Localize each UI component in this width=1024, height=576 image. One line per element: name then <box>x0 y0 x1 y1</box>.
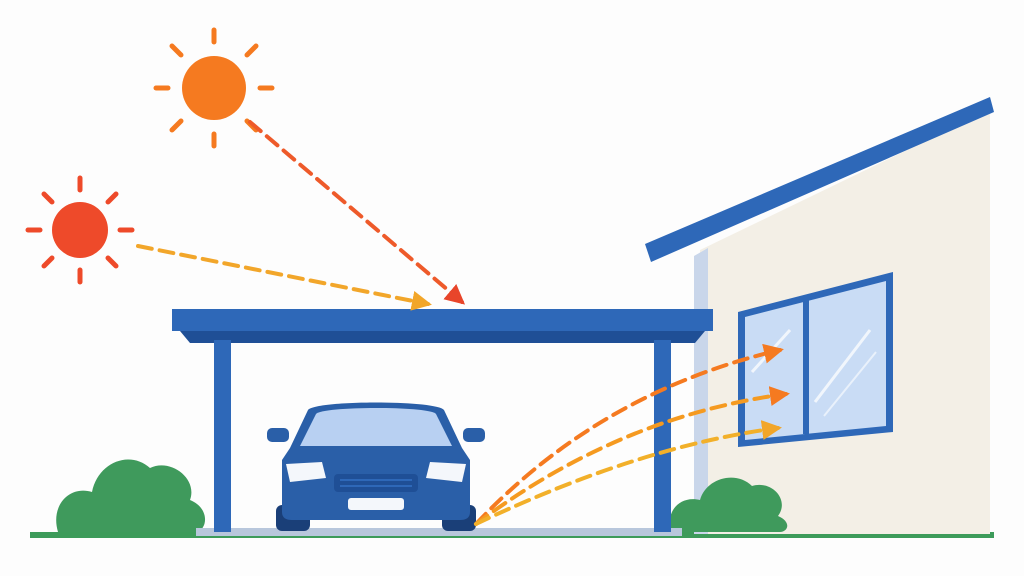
carport-icon <box>172 309 713 536</box>
bush-icon <box>56 459 206 532</box>
incoming-rays <box>136 120 466 311</box>
sun-icon <box>153 27 275 149</box>
reflected-ray-3 <box>474 420 782 526</box>
carport-post-left <box>214 340 231 532</box>
pavement <box>196 528 682 536</box>
reflected-ray-2 <box>474 386 790 526</box>
bush-icon <box>669 477 788 532</box>
sun-icon <box>25 175 135 285</box>
reflected-ray-1 <box>474 343 784 526</box>
carport-roof-underside <box>180 331 705 343</box>
carport-post-right <box>654 340 671 532</box>
ray-low-sun <box>136 244 432 311</box>
house-roof <box>645 97 994 262</box>
reflected-rays <box>474 343 790 526</box>
house-icon <box>645 97 994 534</box>
ray-high-sun <box>248 120 466 305</box>
car-icon <box>267 402 485 531</box>
carport-roof <box>172 309 713 331</box>
